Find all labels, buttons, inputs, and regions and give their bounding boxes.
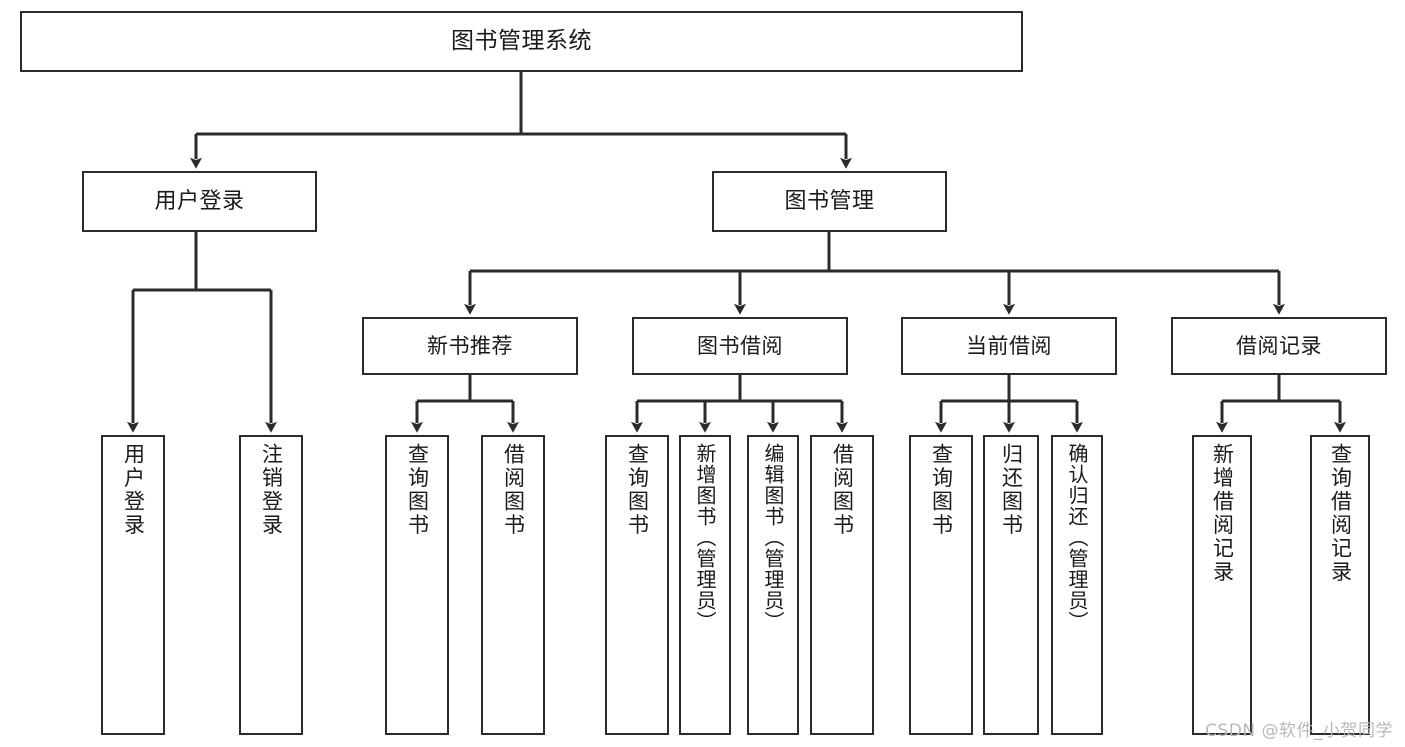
node-leaf-return-book[interactable]: 归还图书 <box>983 435 1039 735</box>
node-leaf-borrow-book-1-label: 借阅图书 <box>501 443 526 537</box>
node-leaf-query-book-1-label: 查询图书 <box>405 443 430 537</box>
node-borrow-record-label: 借阅记录 <box>1236 333 1322 358</box>
node-leaf-confirm-return-label: 确认归还（管理员） <box>1065 443 1089 632</box>
node-leaf-logout-login-label: 注销登录 <box>259 443 284 537</box>
node-leaf-add-record-label: 新增借阅记录 <box>1210 443 1235 584</box>
node-leaf-query-book-2-label: 查询图书 <box>625 443 650 537</box>
node-leaf-query-book-3-label: 查询图书 <box>929 443 954 537</box>
node-leaf-add-book[interactable]: 新增图书（管理员） <box>679 435 731 735</box>
node-new-book-recommend-label: 新书推荐 <box>427 333 513 358</box>
node-book-manage[interactable]: 图书管理 <box>712 171 947 232</box>
node-leaf-user-login-label: 用户登录 <box>121 443 146 537</box>
node-book-borrow-label: 图书借阅 <box>697 333 783 358</box>
node-leaf-query-book-1[interactable]: 查询图书 <box>385 435 449 735</box>
node-book-borrow[interactable]: 图书借阅 <box>632 317 848 375</box>
node-user-login[interactable]: 用户登录 <box>82 171 317 232</box>
node-leaf-user-login[interactable]: 用户登录 <box>101 435 165 735</box>
node-leaf-edit-book[interactable]: 编辑图书（管理员） <box>747 435 799 735</box>
node-root-label: 图书管理系统 <box>451 27 592 54</box>
node-new-book-recommend[interactable]: 新书推荐 <box>362 317 578 375</box>
node-leaf-query-record-label: 查询借阅记录 <box>1328 443 1353 584</box>
node-leaf-borrow-book-2-label: 借阅图书 <box>830 443 855 537</box>
node-current-borrow[interactable]: 当前借阅 <box>901 317 1117 375</box>
node-leaf-query-book-2[interactable]: 查询图书 <box>605 435 669 735</box>
node-user-login-label: 用户登录 <box>154 188 245 214</box>
node-leaf-borrow-book-2[interactable]: 借阅图书 <box>810 435 874 735</box>
node-leaf-return-book-label: 归还图书 <box>999 443 1024 537</box>
node-leaf-confirm-return[interactable]: 确认归还（管理员） <box>1051 435 1103 735</box>
node-root[interactable]: 图书管理系统 <box>20 11 1023 72</box>
node-leaf-borrow-book-1[interactable]: 借阅图书 <box>481 435 545 735</box>
node-current-borrow-label: 当前借阅 <box>966 333 1052 358</box>
node-leaf-edit-book-label: 编辑图书（管理员） <box>761 443 785 632</box>
node-leaf-logout-login[interactable]: 注销登录 <box>239 435 303 735</box>
node-leaf-query-record[interactable]: 查询借阅记录 <box>1310 435 1370 735</box>
csdn-watermark: CSDN @软件_小贺同学 <box>1205 721 1393 741</box>
node-leaf-query-book-3[interactable]: 查询图书 <box>909 435 973 735</box>
node-borrow-record[interactable]: 借阅记录 <box>1171 317 1387 375</box>
node-leaf-add-book-label: 新增图书（管理员） <box>693 443 717 632</box>
node-book-manage-label: 图书管理 <box>784 188 875 214</box>
node-leaf-add-record[interactable]: 新增借阅记录 <box>1192 435 1252 735</box>
